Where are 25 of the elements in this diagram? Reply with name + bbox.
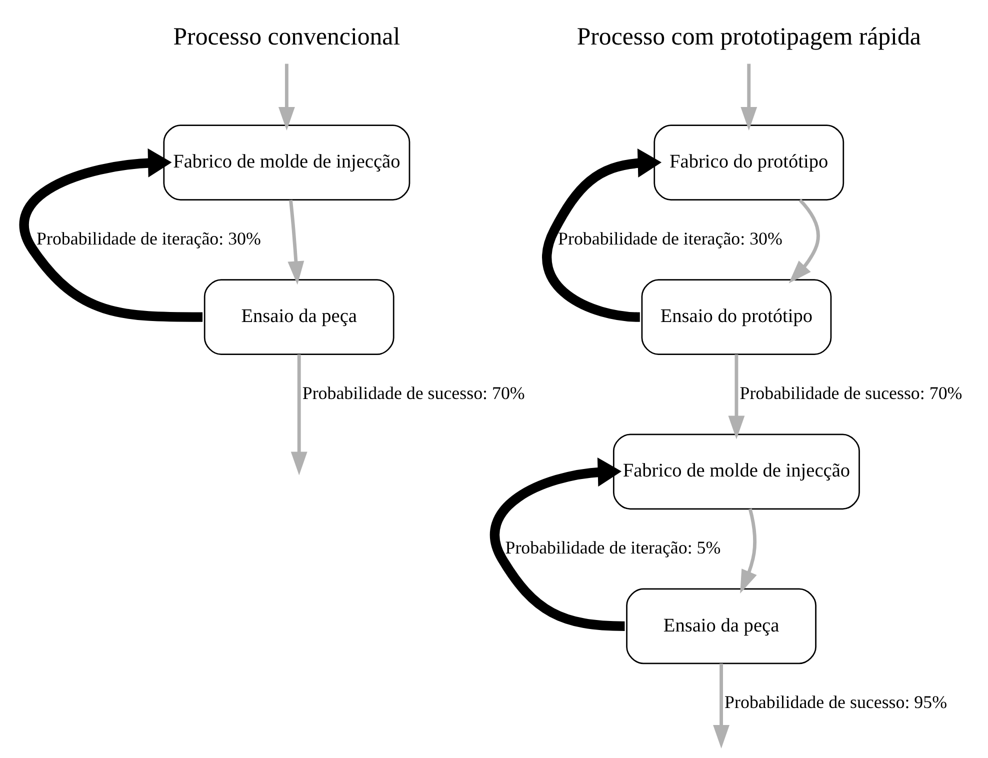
edge-label: Probabilidade de iteração: 30% [36,228,260,249]
node-box: Fabrico do protótipo [653,124,844,201]
arrow [278,64,294,131]
arrow [18,148,202,322]
arrow [490,458,624,631]
arrow [740,64,757,131]
node-box: Fabrico de molde de injecção [612,434,860,510]
node-box: Ensaio da peça [203,279,394,356]
arrow [542,148,662,322]
node-box: Fabrico de molde de injecção [162,124,410,201]
arrow [290,354,307,476]
edge-label: Probabilidade de sucesso: 95% [724,692,947,712]
arrow [740,508,756,594]
node-text: Processo convencional [172,23,400,50]
arrow [287,200,304,285]
node-box: Ensaio da peça [626,588,816,664]
arrow [788,198,820,284]
arrow [728,354,744,440]
edge-label: Probabilidade de sucesso: 70% [302,383,524,404]
edge-label: Probabilidade de iteração: 30% [558,228,782,249]
arrow [712,664,729,748]
node-text: Processo com prototipagem rápida [576,23,920,50]
edge-label: Probabilidade de sucesso: 70% [739,383,962,404]
edge-label: Probabilidade de iteração: 5% [504,538,720,558]
node-box: Ensaio do protótipo [640,279,832,356]
